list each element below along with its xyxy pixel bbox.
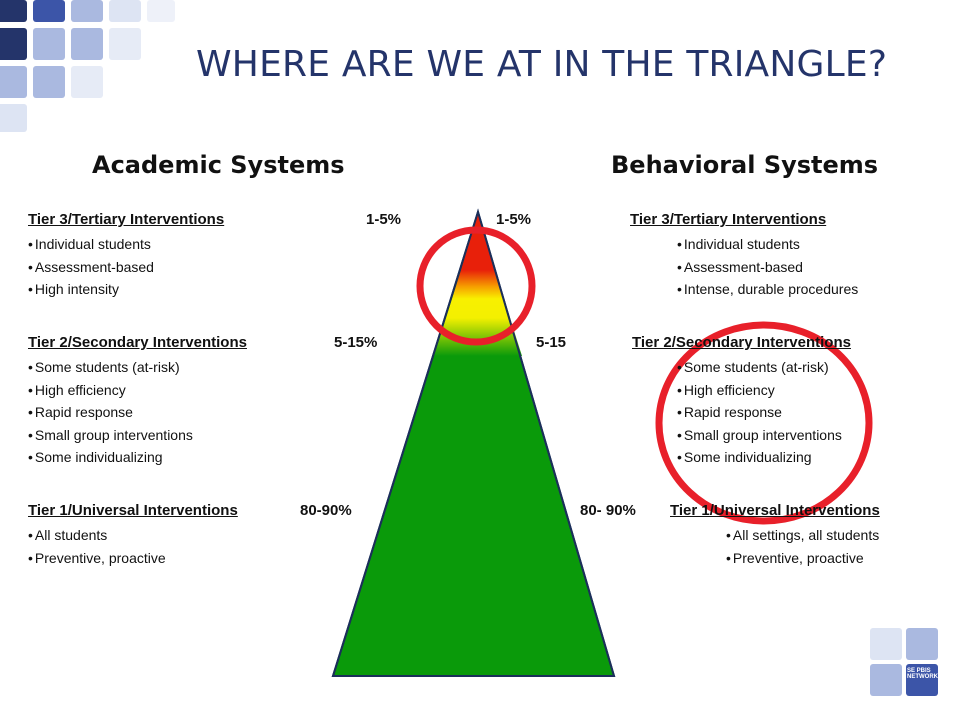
list-item: Intense, durable procedures (677, 278, 858, 301)
academic-tier2-bullets: Some students (at-risk) High efficiency … (28, 356, 193, 469)
decorative-tile (906, 628, 938, 660)
decorative-tile (109, 28, 141, 60)
list-item: Assessment-based (677, 256, 858, 279)
list-item: All settings, all students (726, 524, 879, 547)
academic-tier1-pct: 80-90% (300, 502, 352, 519)
highlight-circle-tier2 (655, 321, 873, 525)
decorative-tile (71, 66, 103, 98)
academic-tier1-bullets: All students Preventive, proactive (28, 524, 166, 569)
academic-tier2-pct: 5-15% (334, 334, 378, 351)
list-item: Some students (at-risk) (677, 356, 842, 379)
list-item: Some individualizing (28, 446, 193, 469)
academic-tier2-title: Tier 2/Secondary Interventions (28, 334, 247, 351)
behavioral-tier1-pct: 80- 90% (580, 502, 636, 519)
tier3-region (461, 212, 495, 270)
academic-tier3-label: Tier 3/Tertiary Interventions (28, 211, 224, 228)
behavioral-tier1-bullets: All settings, all students Preventive, p… (726, 524, 879, 569)
tier2-blend (434, 318, 522, 356)
list-item: Small group interventions (28, 424, 193, 447)
behavioral-tier2-pct: 5-15 (536, 334, 567, 351)
decorative-tile (0, 0, 27, 22)
list-item: Preventive, proactive (28, 547, 166, 570)
decorative-tile (33, 28, 65, 60)
academic-tier1-label: Tier 1/Universal Interventions (28, 502, 238, 519)
triangle-outline (331, 208, 616, 677)
behavioral-tier2-bullets: Some students (at-risk) High efficiency … (677, 356, 842, 469)
decorative-tile (0, 66, 27, 98)
academic-tier3-title: Tier 3/Tertiary Interventions (28, 211, 225, 228)
highlight-circle-tier3 (416, 226, 536, 346)
list-item: Assessment-based (28, 256, 154, 279)
decorative-tile (109, 0, 141, 22)
academic-tier3-pct: 1-5% (366, 211, 402, 228)
list-item: Small group interventions (677, 424, 842, 447)
list-item: Rapid response (677, 401, 842, 424)
decorative-tile (0, 28, 27, 60)
behavioral-tier3-title: Tier 3/Tertiary Interventions (630, 211, 827, 228)
decorative-tile (33, 0, 65, 22)
academic-tier2-label: Tier 2/Secondary Interventions (28, 334, 247, 351)
list-item: High efficiency (677, 379, 842, 402)
logo: SE PBIS NETWORK (907, 668, 938, 680)
academic-tier3-bullets: Individual students Assessment-based Hig… (28, 233, 154, 301)
list-item: Individual students (677, 233, 858, 256)
list-item: All students (28, 524, 166, 547)
behavioral-tier3-bullets: Individual students Assessment-based Int… (677, 233, 858, 301)
behavioral-tier1-title: Tier 1/Universal Interventions (670, 502, 880, 519)
academic-tier1-title: Tier 1/Universal Interventions (28, 502, 238, 519)
list-item: High intensity (28, 278, 154, 301)
behavioral-tier2-label: Tier 2/Secondary Interventions (632, 334, 851, 351)
behavioral-tier3-label: Tier 3/Tertiary Interventions (630, 211, 826, 228)
decorative-tile (147, 0, 175, 22)
list-item: High efficiency (28, 379, 193, 402)
decorative-tile (870, 664, 902, 696)
page-title: WHERE ARE WE AT IN THE TRIANGLE? (196, 44, 888, 85)
behavioral-tier1-label: Tier 1/Universal Interventions (670, 502, 880, 519)
decorative-tile (870, 628, 902, 660)
list-item: Some individualizing (677, 446, 842, 469)
tier2-region (446, 270, 510, 318)
decorative-tile (0, 104, 27, 132)
decorative-tile (71, 28, 103, 60)
logo-tile (906, 664, 938, 696)
list-item: Individual students (28, 233, 154, 256)
behavioral-tier3-pct: 1-5% (496, 211, 532, 228)
decorative-tile (71, 0, 103, 22)
behavioral-tier2-title: Tier 2/Secondary Interventions (632, 334, 851, 351)
academic-heading: Academic Systems (92, 151, 345, 179)
list-item: Some students (at-risk) (28, 356, 193, 379)
behavioral-heading: Behavioral Systems (611, 151, 879, 179)
list-item: Preventive, proactive (726, 547, 879, 570)
decorative-tile (33, 66, 65, 98)
list-item: Rapid response (28, 401, 193, 424)
